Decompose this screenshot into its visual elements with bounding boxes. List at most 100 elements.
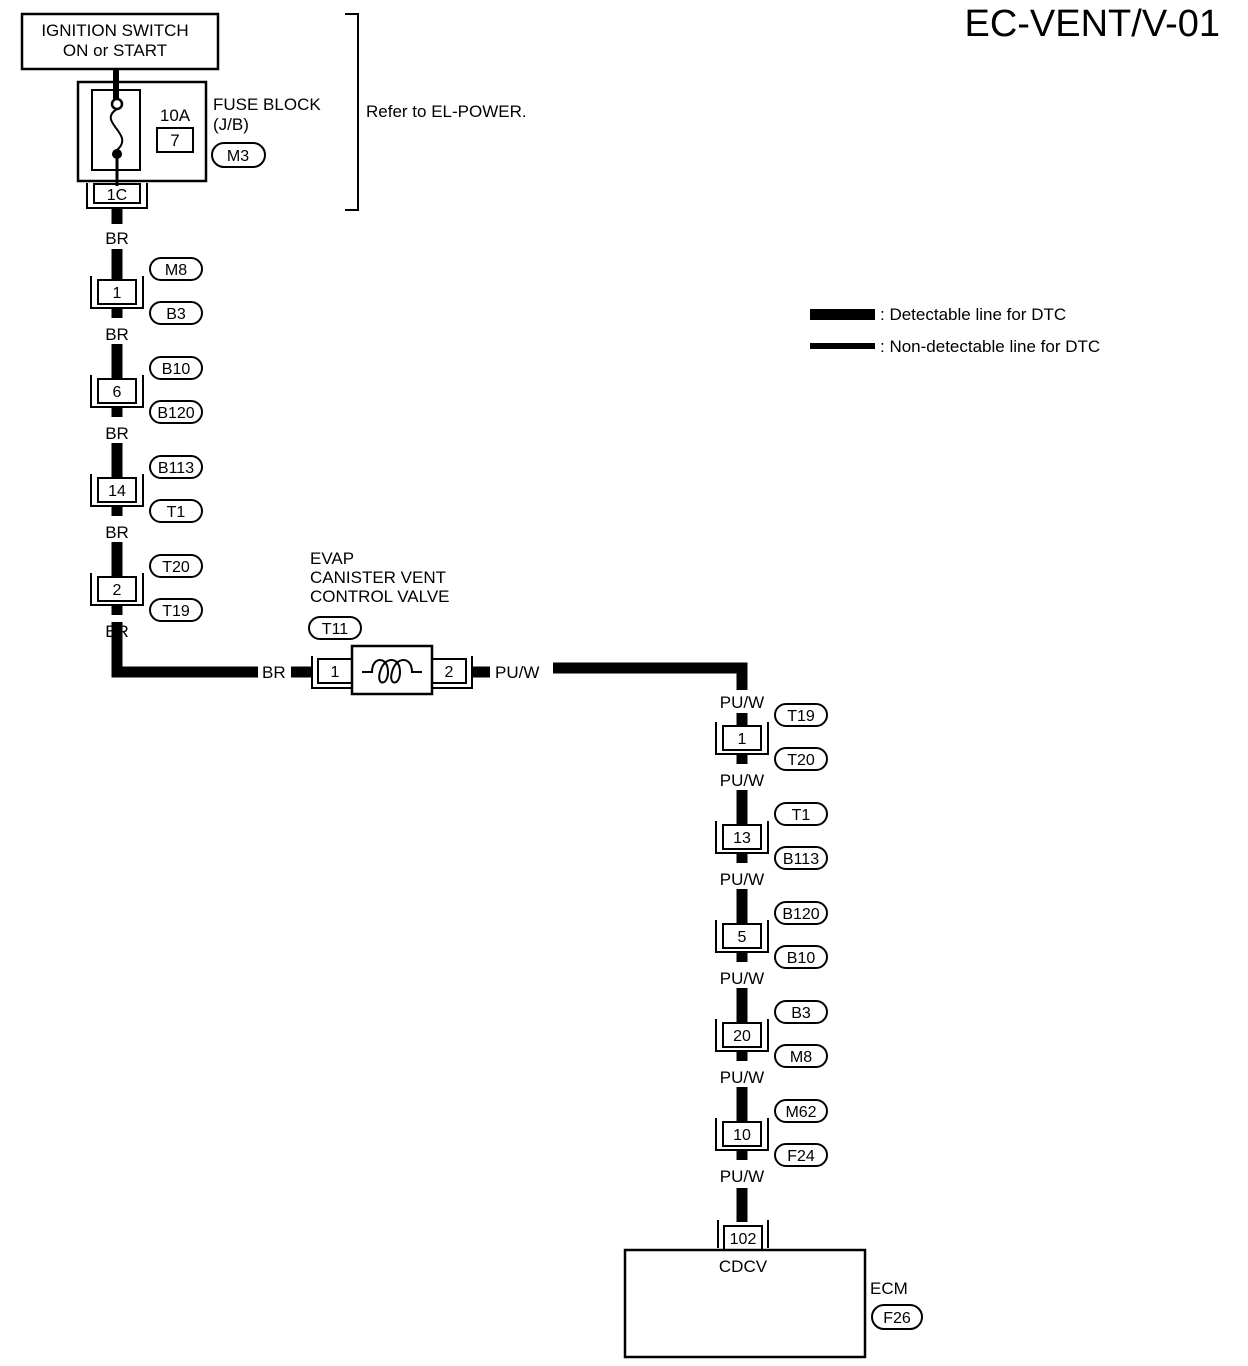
- refer-note: Refer to EL-POWER.: [366, 102, 527, 121]
- ecm: 102 CDCV ECM F26: [623, 1220, 923, 1359]
- connector-badge-top: [774, 1000, 828, 1024]
- left-wire-color-label: BR: [105, 325, 129, 344]
- connector-id-bottom: T1: [167, 504, 186, 521]
- connector-badge-bottom: [149, 400, 203, 424]
- connector-id-bottom: B120: [157, 405, 194, 422]
- right-wire-color-label: PU/W: [720, 870, 764, 889]
- ignition-label-line2: ON or START: [63, 41, 167, 60]
- valve-coil-icon: [362, 659, 422, 684]
- connector-badge-top: [774, 901, 828, 925]
- left-wire-color-label: BR: [105, 424, 129, 443]
- connector-pin-label: 5: [738, 929, 747, 946]
- diagram-title: EC-VENT/V-01: [964, 3, 1220, 45]
- fuse-terminal-1c: 1C: [107, 187, 127, 204]
- connector-badge-top: [149, 455, 203, 479]
- valve-label-line3: CONTROL VALVE: [310, 587, 450, 606]
- right-branch-connectors: PU/W1T19T20PU/W13T1B113PU/W5B120B10PU/W2…: [715, 693, 828, 1222]
- connector-id-top: B3: [791, 1005, 811, 1022]
- connector-pin-label: 10: [733, 1127, 751, 1144]
- connector-id-bottom: F24: [787, 1148, 815, 1165]
- connector-badge-bottom: [149, 499, 203, 523]
- connector-badge-top: [149, 356, 203, 380]
- connector-pin-label: 20: [733, 1028, 751, 1045]
- connector-label: M3: [227, 148, 249, 165]
- fuse-number: 7: [170, 131, 179, 150]
- connector-id-bottom: B3: [166, 306, 186, 323]
- fuse-block-sublabel: (J/B): [213, 115, 249, 134]
- ecm-pin: 102: [730, 1231, 757, 1248]
- connector-id-top: B113: [158, 460, 194, 477]
- connector-badge-top: [774, 802, 828, 826]
- connector-id-top: T19: [787, 708, 815, 725]
- legend-non-detectable: : Non-detectable line for DTC: [880, 337, 1100, 356]
- connector-id-bottom: B10: [787, 950, 816, 967]
- br-wire-horizontal: [111, 640, 258, 678]
- fuse-block-connector-m3: M3: [211, 142, 266, 168]
- ignition-label-line1: IGNITION SWITCH: [41, 21, 188, 40]
- valve-connector: T11: [322, 621, 348, 638]
- refer-bracket: [345, 13, 359, 211]
- right-wire-color-label: PU/W: [720, 1068, 764, 1087]
- puw-wire-horizontal: [553, 662, 748, 690]
- legend: : Detectable line for DTC : Non-detectab…: [810, 305, 1100, 356]
- evap-canister-vent-control-valve: EVAP CANISTER VENT CONTROL VALVE T11 1 2: [308, 549, 473, 696]
- connector-id-bottom: M8: [790, 1049, 812, 1066]
- connector-id-top: M62: [785, 1104, 816, 1121]
- connector-id-bottom: B113: [783, 851, 819, 868]
- connector-pin-label: 1: [738, 731, 747, 748]
- connector-id-top: T1: [792, 807, 811, 824]
- right-wire-color-label: PU/W: [720, 693, 764, 712]
- left-wire-color-label: BR: [105, 229, 129, 248]
- valve-label-line2: CANISTER VENT: [310, 568, 446, 587]
- legend-detectable-swatch: [810, 309, 875, 320]
- right-wire-color-label: PU/W: [720, 969, 764, 988]
- connector-id-bottom: T19: [162, 603, 190, 620]
- fuse-amperage: 10A: [160, 106, 191, 125]
- connector-badge-bottom: [774, 1044, 828, 1068]
- puw-wire-label: PU/W: [495, 663, 539, 682]
- connector-badge-top: [149, 257, 203, 281]
- connector-badge-bottom: [774, 945, 828, 969]
- connector-badge-bottom: [774, 747, 828, 771]
- fuse-block: 10A 7 1C: [76, 69, 208, 209]
- fuse-terminal-top: [110, 97, 124, 111]
- ecm-terminal-name: CDCV: [719, 1257, 768, 1276]
- br-wire-label: BR: [262, 663, 286, 682]
- fuse-block-label: FUSE BLOCK: [213, 95, 321, 114]
- connector-badge-bottom: [774, 846, 828, 870]
- connector-badge-bottom: [149, 301, 203, 325]
- connector-pin-label: 2: [113, 582, 122, 599]
- connector-id-top: M8: [165, 262, 187, 279]
- connector-pin-label: 6: [113, 384, 122, 401]
- connector-badge-bottom: [774, 1143, 828, 1167]
- ecm-label: ECM: [870, 1279, 908, 1298]
- valve-pin-2: 2: [445, 664, 454, 681]
- connector-pin-label: 1: [113, 285, 122, 302]
- connector-id-bottom: T20: [787, 752, 815, 769]
- valve-label-line1: EVAP: [310, 549, 354, 568]
- legend-detectable: : Detectable line for DTC: [880, 305, 1066, 324]
- valve-connector-badge: [308, 616, 362, 640]
- connector-id-top: B120: [782, 906, 819, 923]
- legend-non-detectable-swatch: [810, 343, 875, 349]
- ecm-connector: F26: [883, 1310, 911, 1327]
- connector-pin-label: 13: [733, 830, 751, 847]
- connector-badge-top: [149, 554, 203, 578]
- connector-badge-top: [774, 1099, 828, 1123]
- ecm-connector-badge: [871, 1304, 923, 1330]
- right-wire-color-label: PU/W: [720, 771, 764, 790]
- left-wire-color-label: BR: [105, 523, 129, 542]
- connector-badge-bottom: [149, 598, 203, 622]
- fuse-icon: [109, 108, 124, 151]
